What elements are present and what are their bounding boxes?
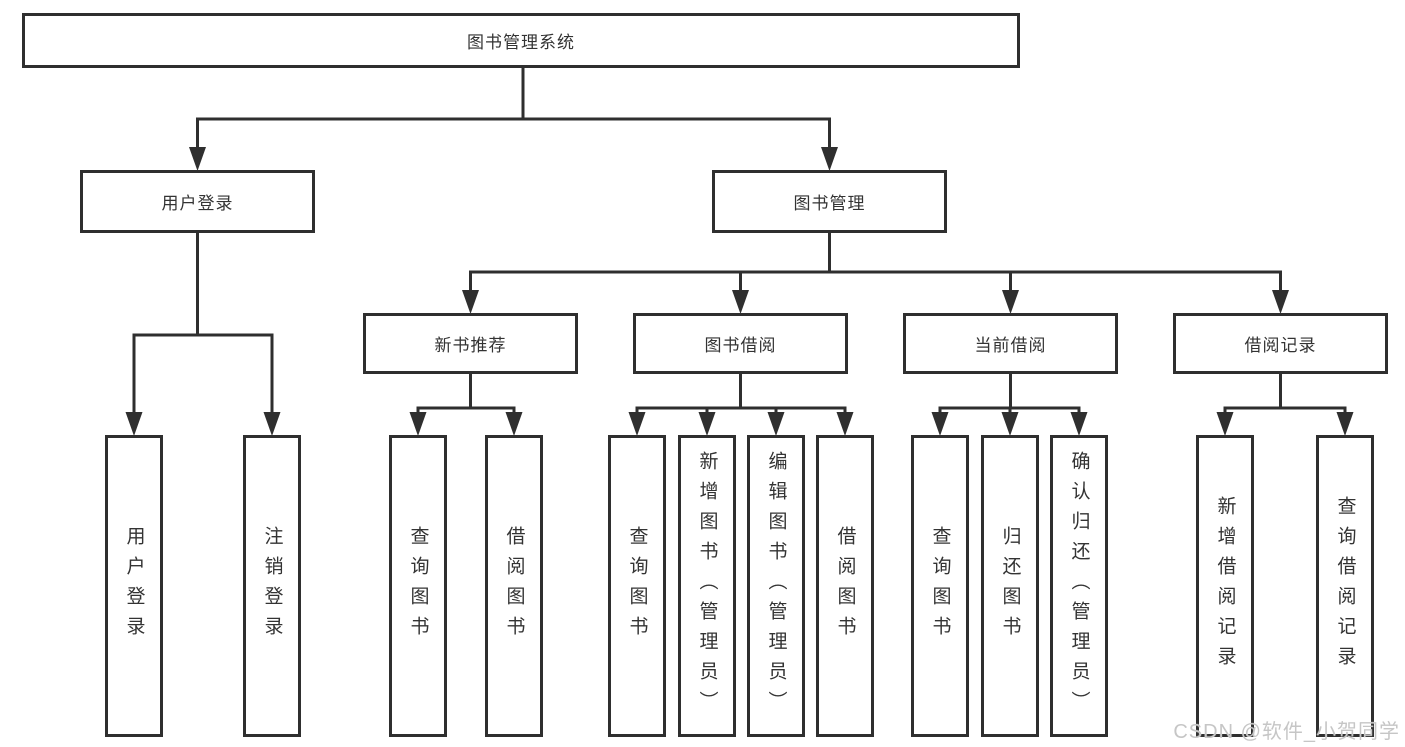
leaf-add-borrow-record: 新增借阅记录	[1196, 435, 1254, 737]
leaf-add-book-admin: 新增图书（管理员）	[678, 435, 736, 737]
node-borrowing-records: 借阅记录	[1173, 313, 1388, 374]
arrowhead-icon	[1002, 290, 1019, 314]
arrowhead-icon	[125, 412, 143, 436]
arrowhead-icon	[1272, 290, 1289, 314]
leaf-logout: 注销登录	[243, 435, 301, 737]
arrowhead-icon	[505, 412, 523, 436]
arrowhead-icon	[462, 290, 479, 314]
node-current-borrowing: 当前借阅	[903, 313, 1118, 374]
connector-path	[938, 372, 1081, 419]
leaf-borrow-books-2: 借阅图书	[816, 435, 874, 737]
leaf-query-books-2: 查询图书	[608, 435, 666, 737]
arrowhead-icon	[1070, 412, 1088, 436]
node-user-login: 用户登录	[80, 170, 315, 233]
leaf-query-books-1: 查询图书	[389, 435, 447, 737]
arrowhead-icon	[409, 412, 427, 436]
arrowhead-icon	[732, 290, 749, 314]
arrowhead-icon	[821, 147, 838, 171]
arrowhead-icon	[931, 412, 949, 436]
node-root: 图书管理系统	[22, 13, 1020, 68]
node-new-book-recommend: 新书推荐	[363, 313, 578, 374]
arrowhead-icon	[263, 412, 281, 436]
arrowhead-icon	[189, 147, 206, 171]
leaf-query-borrow-record: 查询借阅记录	[1316, 435, 1374, 737]
arrowhead-icon	[1336, 412, 1354, 436]
node-book-management: 图书管理	[712, 170, 947, 233]
leaf-query-books-3: 查询图书	[911, 435, 969, 737]
arrowhead-icon	[1216, 412, 1234, 436]
leaf-return-book: 归还图书	[981, 435, 1039, 737]
arrowhead-icon	[836, 412, 854, 436]
arrowhead-icon	[628, 412, 646, 436]
leaf-confirm-return-admin: 确认归还（管理员）	[1050, 435, 1108, 737]
connector-path	[416, 372, 516, 419]
connector-path	[132, 231, 274, 419]
leaf-edit-book-admin: 编辑图书（管理员）	[747, 435, 805, 737]
leaf-user-login: 用户登录	[105, 435, 163, 737]
connector-path	[1223, 372, 1347, 419]
leaf-borrow-books-1: 借阅图书	[485, 435, 543, 737]
connector-path	[469, 231, 1282, 297]
node-book-borrowing: 图书借阅	[633, 313, 848, 374]
arrowhead-icon	[767, 412, 785, 436]
arrowhead-icon	[1001, 412, 1019, 436]
connector-path	[635, 372, 847, 419]
connector-path	[196, 66, 831, 154]
arrowhead-icon	[698, 412, 716, 436]
